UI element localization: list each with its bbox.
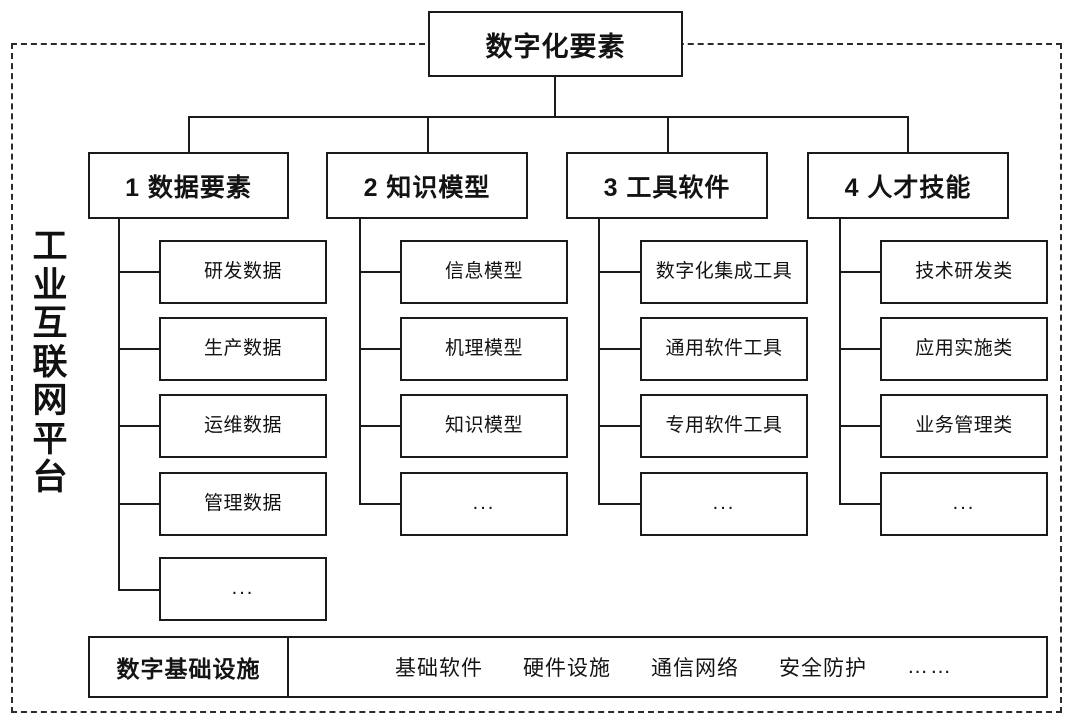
category-3-stub-3 [598, 425, 642, 427]
leaf-box-information-model[interactable]: 信息模型 [400, 240, 568, 304]
infrastructure-item-communication-network[interactable]: 通信网络 [651, 657, 739, 680]
category-1-stub-3 [118, 425, 161, 427]
side-label-char-2: 业 [32, 265, 68, 305]
category-2-spine [359, 219, 361, 505]
leaf-box-general-software-tool[interactable]: 通用软件工具 [640, 317, 808, 381]
category-1-stub-2 [118, 348, 161, 350]
side-label-char-5: 网 [32, 381, 68, 420]
category-3-stub-2 [598, 348, 642, 350]
infrastructure-items: 基础软件 硬件设施 通信网络 安全防护 …… [300, 636, 1048, 698]
category-3-stub-1 [598, 271, 642, 273]
infrastructure-item-security-protection[interactable]: 安全防护 [779, 657, 867, 680]
bus-drop-category-1 [188, 116, 190, 153]
category-2-stub-1 [359, 271, 402, 273]
bus-drop-category-4 [907, 116, 909, 153]
bus-drop-category-3 [667, 116, 669, 153]
category-3-spine [598, 219, 600, 505]
leaf-box-management-data[interactable]: 管理数据 [159, 472, 327, 536]
leaf-box-technical-rd-category[interactable]: 技术研发类 [880, 240, 1048, 304]
category-box-tool-software[interactable]: 3 工具软件 [566, 152, 768, 219]
category-4-spine [839, 219, 841, 505]
side-label-char-4: 联 [32, 342, 68, 382]
infrastructure-label-box[interactable]: 数字基础设施 [88, 636, 289, 698]
root-stem-connector [554, 77, 556, 117]
leaf-box-rd-data[interactable]: 研发数据 [159, 240, 327, 304]
side-label-char-1: 工 [32, 227, 68, 266]
platform-side-label: 工 业 互 联 网 平 台 [22, 227, 78, 498]
leaf-box-digital-integration-tool[interactable]: 数字化集成工具 [640, 240, 808, 304]
category-2-stub-2 [359, 348, 402, 350]
category-4-stub-1 [839, 271, 882, 273]
category-4-stub-4 [839, 503, 882, 505]
leaf-box-ops-data[interactable]: 运维数据 [159, 394, 327, 458]
side-label-char-3: 互 [32, 304, 68, 343]
category-4-stub-2 [839, 348, 882, 350]
category-1-stub-1 [118, 271, 161, 273]
category-4-stub-3 [839, 425, 882, 427]
leaf-box-model-more[interactable]: ... [400, 472, 568, 536]
category-1-stub-4 [118, 503, 161, 505]
side-label-char-6: 平 [32, 419, 68, 459]
category-1-spine [118, 219, 120, 590]
side-label-char-7: 台 [32, 458, 68, 497]
category-box-knowledge-models[interactable]: 2 知识模型 [326, 152, 528, 219]
leaf-box-talent-more[interactable]: ... [880, 472, 1048, 536]
leaf-box-mechanism-model[interactable]: 机理模型 [400, 317, 568, 381]
category-2-stub-3 [359, 425, 402, 427]
bus-drop-category-2 [427, 116, 429, 153]
category-box-data-elements[interactable]: 1 数据要素 [88, 152, 289, 219]
category-2-stub-4 [359, 503, 402, 505]
leaf-box-application-implementation-category[interactable]: 应用实施类 [880, 317, 1048, 381]
root-node-digitalization-elements[interactable]: 数字化要素 [428, 11, 683, 77]
leaf-box-knowledge-model[interactable]: 知识模型 [400, 394, 568, 458]
leaf-box-business-management-category[interactable]: 业务管理类 [880, 394, 1048, 458]
infrastructure-item-basic-software[interactable]: 基础软件 [395, 657, 483, 680]
leaf-box-data-more[interactable]: ... [159, 557, 327, 621]
leaf-box-tool-more[interactable]: ... [640, 472, 808, 536]
category-box-talent-skills[interactable]: 4 人才技能 [807, 152, 1009, 219]
leaf-box-production-data[interactable]: 生产数据 [159, 317, 327, 381]
category-bus-connector [188, 116, 908, 118]
infrastructure-item-more: …… [907, 655, 953, 678]
leaf-box-dedicated-software-tool[interactable]: 专用软件工具 [640, 394, 808, 458]
category-1-stub-5 [118, 589, 161, 591]
infrastructure-item-hardware-facility[interactable]: 硬件设施 [523, 657, 611, 680]
category-3-stub-4 [598, 503, 642, 505]
